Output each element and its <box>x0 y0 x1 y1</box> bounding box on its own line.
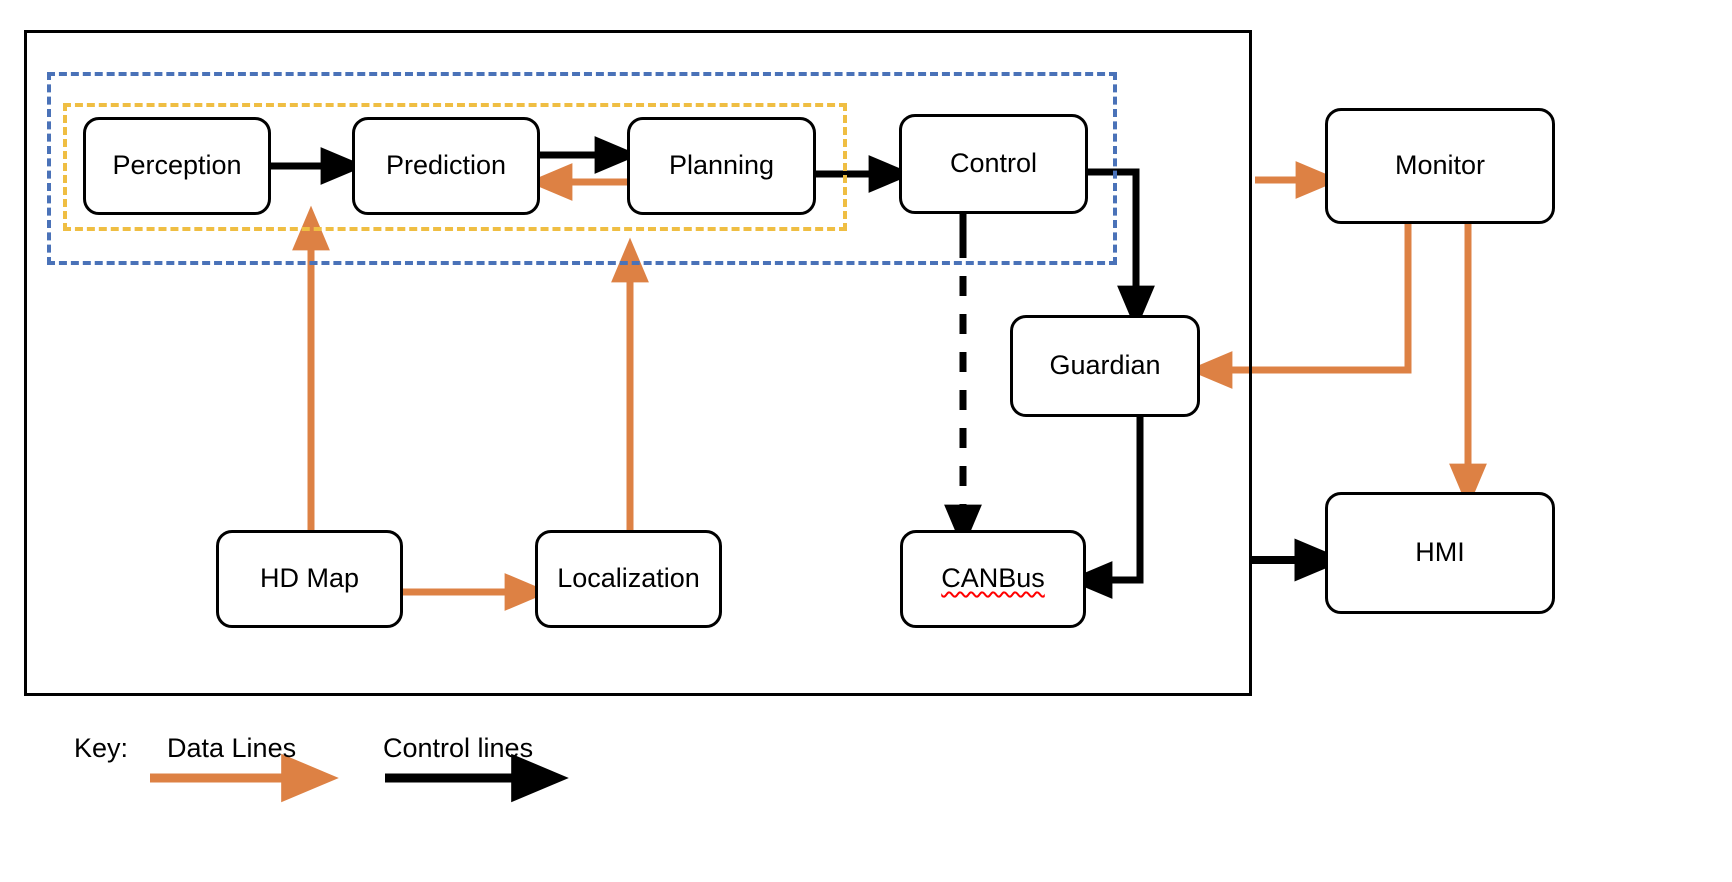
node-localization[interactable]: Localization <box>535 530 722 628</box>
node-hd-map[interactable]: HD Map <box>216 530 403 628</box>
node-planning-label: Planning <box>668 150 775 181</box>
legend-key-label: Key: <box>74 733 128 764</box>
node-guardian-label: Guardian <box>1049 350 1161 381</box>
edge-guardian-to-canbus <box>1067 417 1144 599</box>
node-hd-map-label: HD Map <box>259 563 360 594</box>
legend-data-lines-label: Data Lines <box>167 733 297 763</box>
node-localization-label: Localization <box>557 563 700 594</box>
legend-key-text: Key: <box>74 733 129 763</box>
node-guardian[interactable]: Guardian <box>1010 315 1200 417</box>
edge-monitor-to-guardian <box>1187 224 1412 389</box>
node-monitor[interactable]: Monitor <box>1325 108 1555 224</box>
node-monitor-label: Monitor <box>1394 150 1486 181</box>
node-control-label: Control <box>949 148 1038 179</box>
vehicle-system-boundary <box>24 30 1252 696</box>
legend-item-control-lines: Control lines <box>383 733 533 764</box>
edge-control-to-guardian <box>1088 168 1155 331</box>
group-boundary-gold <box>63 103 847 231</box>
node-perception[interactable]: Perception <box>83 117 271 215</box>
node-prediction-label: Prediction <box>385 150 507 181</box>
node-planning[interactable]: Planning <box>627 117 816 215</box>
node-canbus[interactable]: CANBus <box>900 530 1086 628</box>
legend-item-data-lines: Data Lines <box>167 733 296 764</box>
node-hmi-label: HMI <box>1415 537 1465 568</box>
node-hmi[interactable]: HMI <box>1325 492 1555 614</box>
node-perception-label: Perception <box>112 150 242 181</box>
group-boundary-blue <box>47 72 1117 265</box>
node-prediction[interactable]: Prediction <box>352 117 540 215</box>
legend-control-lines-label: Control lines <box>383 733 534 763</box>
node-control[interactable]: Control <box>899 114 1088 214</box>
node-canbus-label: CANBus <box>941 563 1045 594</box>
